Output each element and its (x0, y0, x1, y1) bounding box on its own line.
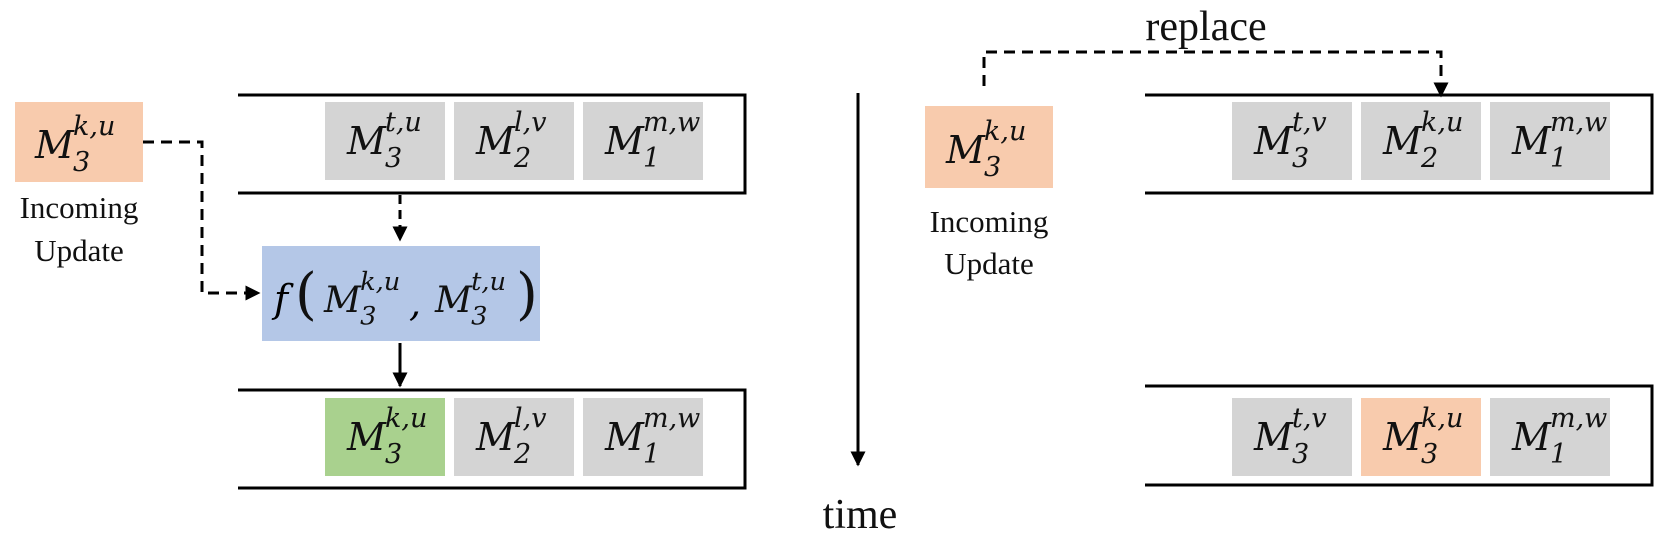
right-bottom-queue-cell-label-subscript: 3 (1421, 439, 1438, 470)
left-incoming-caption-line2: Update (34, 233, 124, 268)
right-top-queue-cell (1361, 102, 1481, 180)
right-bottom-queue-cell-label-subscript: 1 (1550, 439, 1567, 470)
left-top-queue-cell (454, 102, 574, 180)
left-top-queue-cell-label-subscript: 3 (385, 143, 402, 174)
right-incoming-caption-line2: Update (944, 246, 1034, 281)
right-incoming-update-box (925, 106, 1053, 188)
right-bottom-queue-cell-label-base: M (1253, 415, 1294, 459)
function-comma: , (409, 281, 421, 325)
right-top-queue-cell (1232, 102, 1352, 180)
left-top-queue-cell-label-superscript: m,w (643, 107, 700, 138)
function-arg2-subscript: 3 (471, 301, 487, 331)
right-incoming-base: M (945, 128, 986, 172)
right-top-queue-cell-label-subscript: 1 (1550, 143, 1567, 174)
left-incoming-update-box (15, 102, 143, 182)
function-arg2-base: M (434, 279, 473, 321)
right-top-queue-cell-label-subscript: 3 (1292, 143, 1309, 174)
right-top-queue-cell-label-subscript: 2 (1420, 143, 1438, 174)
time-label: time (823, 492, 898, 533)
right-bottom-queue-cell-label-base: M (1382, 415, 1423, 459)
right-bottom-queue-frame (1145, 384, 1654, 487)
right-top-queue-cell-label-base: M (1253, 119, 1294, 163)
right-top-queue-cell-label-superscript: t,v (1292, 107, 1327, 138)
right-top-queue-cell-label-base: M (1511, 119, 1552, 163)
left-incoming-subscript: 3 (73, 147, 90, 178)
left-incoming-superscript: k,u (73, 111, 115, 142)
replace-label: replace (1145, 4, 1266, 50)
left-top-queue-cell-label-superscript: l,v (514, 107, 546, 138)
right-bottom-queue-cell (1490, 398, 1610, 476)
right-incoming-caption-line1: Incoming (930, 204, 1049, 239)
incoming-to-function-arrow (143, 140, 261, 301)
left-incoming-caption-line1: Incoming (20, 190, 139, 225)
left-bottom-queue-cell-label-base: M (475, 415, 516, 459)
right-bottom-queue-cell-label-base: M (1511, 415, 1552, 459)
left-top-queue-cell-label-base: M (346, 119, 387, 163)
left-top-queue-cell-label-subscript: 2 (513, 143, 531, 174)
left-top-queue-cell-label-subscript: 1 (643, 143, 660, 174)
function-arg1-base: M (323, 279, 362, 321)
right-incoming-superscript: k,u (984, 116, 1026, 147)
left-bottom-queue-cell-label-subscript: 1 (643, 439, 660, 470)
left-bottom-queue-cell-label-base: M (604, 415, 645, 459)
function-arg1-subscript: 3 (360, 301, 376, 331)
left-bottom-queue-cell-label-superscript: m,w (643, 403, 700, 434)
left-top-queue-cell-label-base: M (475, 119, 516, 163)
right-top-queue-cell-label-base: M (1382, 119, 1423, 163)
right-bottom-queue-cell (1232, 398, 1352, 476)
left-bottom-queue-cell (454, 398, 574, 476)
merge-function-box (262, 246, 540, 341)
left-top-queue-cell (325, 102, 445, 180)
left-bottom-queue-cell (583, 398, 703, 476)
function-arg1-superscript: k,u (360, 267, 400, 297)
function-close-paren: ) (516, 262, 538, 327)
left-top-queue-cell-label-superscript: t,u (385, 107, 422, 138)
left-bottom-queue-frame (238, 388, 747, 490)
left-bottom-queue-cell-label-subscript: 3 (385, 439, 402, 470)
right-bottom-queue-cell-label-superscript: t,v (1292, 403, 1327, 434)
left-incoming-base: M (34, 123, 75, 167)
right-bottom-queue-cell-label-superscript: k,u (1421, 403, 1463, 434)
left-bottom-queue-cell-label-subscript: 2 (513, 439, 531, 470)
right-bottom-queue-cell-label-superscript: m,w (1550, 403, 1607, 434)
left-bottom-queue-cell-label-superscript: l,v (514, 403, 546, 434)
left-bottom-queue-cell-label-base: M (346, 415, 387, 459)
function-open-paren: ( (295, 262, 317, 327)
right-bottom-queue-cell (1361, 398, 1481, 476)
right-top-queue-cell-label-superscript: m,w (1550, 107, 1607, 138)
left-bottom-queue-cell (325, 398, 445, 476)
right-top-queue-frame (1145, 93, 1654, 195)
right-incoming-subscript: 3 (984, 152, 1001, 183)
replace-arrow (982, 50, 1449, 98)
left-top-queue-cell (583, 102, 703, 180)
function-arg2-superscript: t,u (471, 267, 506, 297)
left-top-queue-cell-label-base: M (604, 119, 645, 163)
right-bottom-queue-cell-label-subscript: 3 (1292, 439, 1309, 470)
left-top-queue-frame (238, 93, 747, 195)
right-top-queue-cell-label-superscript: k,u (1421, 107, 1463, 138)
right-top-queue-cell (1490, 102, 1610, 180)
left-bottom-queue-cell-label-superscript: k,u (385, 403, 427, 434)
